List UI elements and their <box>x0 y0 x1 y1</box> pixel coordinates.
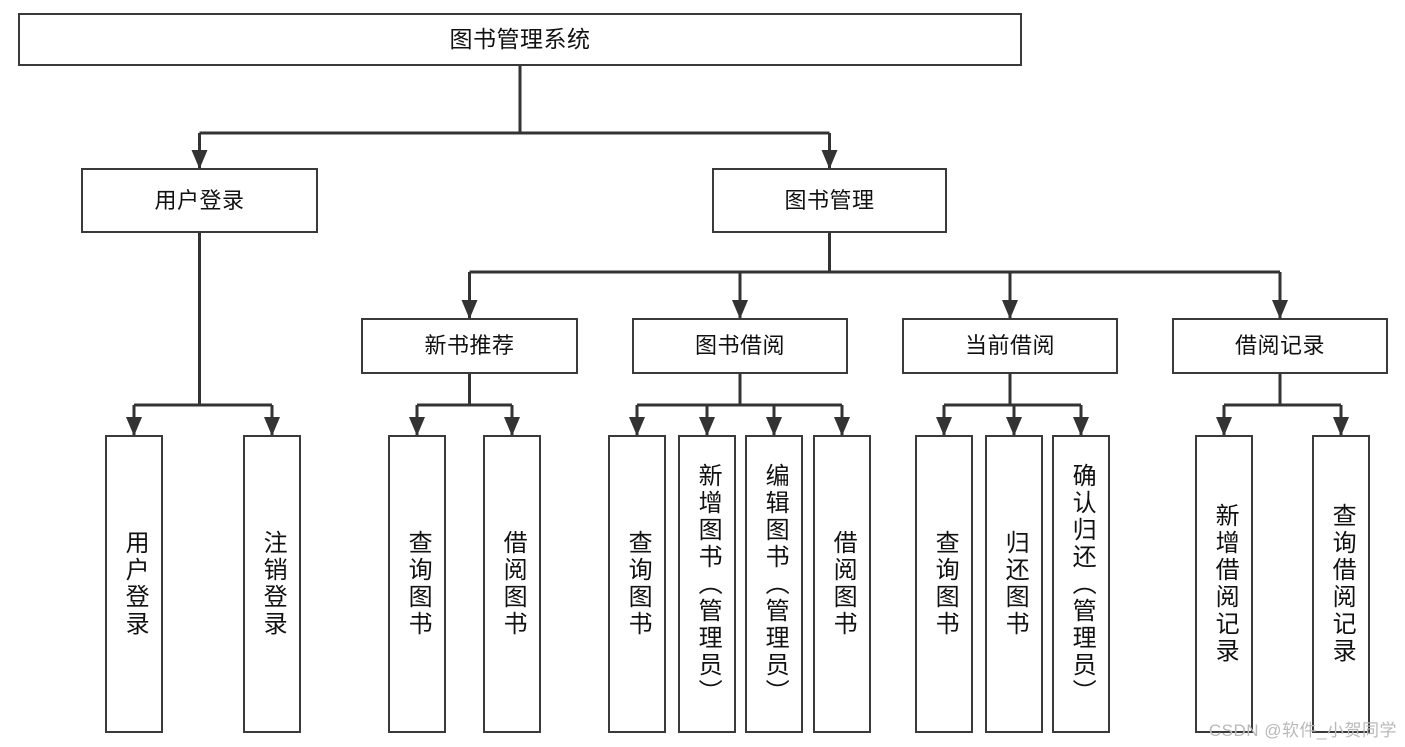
node-label-leaf11: 确认归还（管理员） <box>1068 462 1096 706</box>
node-label-leaf8: 借阅图书 <box>829 530 857 638</box>
node-leaf2[interactable]: 注销登录 <box>243 435 301 733</box>
node-leaf9[interactable]: 查询图书 <box>915 435 973 733</box>
node-label-leaf2: 注销登录 <box>259 530 287 638</box>
node-label-leaf12: 新增借阅记录 <box>1211 503 1239 665</box>
node-label-leaf1: 用户登录 <box>121 530 149 638</box>
node-leaf13[interactable]: 查询借阅记录 <box>1312 435 1370 733</box>
node-leaf1[interactable]: 用户登录 <box>105 435 163 733</box>
node-label-leaf13: 查询借阅记录 <box>1328 503 1356 665</box>
node-login[interactable]: 用户登录 <box>81 168 318 233</box>
node-root[interactable]: 图书管理系统 <box>18 13 1022 66</box>
node-label-borrow: 图书借阅 <box>694 333 785 359</box>
csdn-watermark: CSDN @软件_小贺同学 <box>1208 721 1397 740</box>
node-label-leaf10: 归还图书 <box>1001 530 1029 638</box>
node-leaf3[interactable]: 查询图书 <box>388 435 446 733</box>
node-label-leaf7: 编辑图书（管理员） <box>761 462 789 706</box>
node-label-leaf6: 新增图书（管理员） <box>694 462 722 706</box>
node-label-login: 用户登录 <box>154 187 245 213</box>
node-label-leaf5: 查询图书 <box>624 530 652 638</box>
node-bookmgmt[interactable]: 图书管理 <box>712 168 947 233</box>
node-current[interactable]: 当前借阅 <box>902 318 1118 374</box>
node-leaf12[interactable]: 新增借阅记录 <box>1195 435 1253 733</box>
node-label-bookmgmt: 图书管理 <box>784 187 875 213</box>
node-label-leaf4: 借阅图书 <box>499 530 527 638</box>
node-label-leaf9: 查询图书 <box>931 530 959 638</box>
node-label-records: 借阅记录 <box>1234 333 1325 359</box>
node-leaf11[interactable]: 确认归还（管理员） <box>1052 435 1110 733</box>
node-label-newbook: 新书推荐 <box>424 333 515 359</box>
node-newbook[interactable]: 新书推荐 <box>361 318 578 374</box>
node-leaf4[interactable]: 借阅图书 <box>483 435 541 733</box>
node-records[interactable]: 借阅记录 <box>1172 318 1388 374</box>
node-leaf6[interactable]: 新增图书（管理员） <box>678 435 736 733</box>
node-leaf10[interactable]: 归还图书 <box>985 435 1043 733</box>
node-label-root: 图书管理系统 <box>449 25 591 52</box>
node-label-current: 当前借阅 <box>964 333 1055 359</box>
node-label-leaf3: 查询图书 <box>404 530 432 638</box>
node-leaf5[interactable]: 查询图书 <box>608 435 666 733</box>
node-leaf8[interactable]: 借阅图书 <box>813 435 871 733</box>
node-borrow[interactable]: 图书借阅 <box>632 318 848 374</box>
node-leaf7[interactable]: 编辑图书（管理员） <box>745 435 803 733</box>
